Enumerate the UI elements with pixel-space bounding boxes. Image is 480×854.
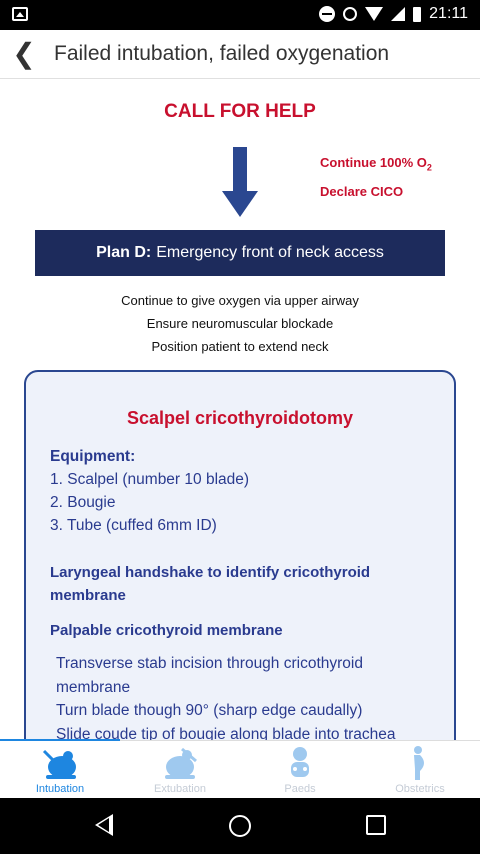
incision-steps: Transverse stab incision through cricoth…	[56, 652, 416, 740]
equipment-item: 1. Scalpel (number 10 blade)	[50, 471, 250, 488]
back-arrow-icon: ❮	[12, 38, 36, 69]
plan-d-banner: Plan D:Emergency front of neck access	[35, 230, 445, 276]
obstetrics-icon	[414, 746, 424, 780]
tab-label: Obstetrics	[395, 783, 445, 795]
nav-back-icon[interactable]	[95, 814, 113, 836]
call-for-help: CALL FOR HELP	[164, 101, 316, 122]
step-item: Continue to give oxygen via upper airway	[121, 293, 359, 308]
handshake-text: Laryngeal handshake to identify cricothy…	[50, 564, 371, 604]
palpable-text: Palpable cricothyroid membrane	[50, 622, 283, 639]
wifi-icon	[365, 7, 384, 21]
app-bar: ❮ Failed intubation, failed oxygenation	[0, 30, 480, 79]
bottom-tab-bar: Intubation Extubation Paeds Obstetrics	[0, 739, 480, 799]
plan-text: Emergency front of neck access	[156, 244, 384, 261]
nav-recents-icon[interactable]	[366, 815, 386, 835]
status-icons: 21:11	[319, 5, 468, 23]
plan-prefix: Plan D:	[96, 244, 152, 261]
status-time: 21:11	[429, 5, 468, 22]
tab-label: Paeds	[284, 783, 316, 795]
note-cico: Declare CICO	[320, 183, 404, 199]
incision-step: Transverse stab incision through cricoth…	[56, 655, 363, 696]
step-item: Ensure neuromuscular blockade	[146, 316, 334, 331]
page-title: Failed intubation, failed oxygenation	[54, 42, 390, 65]
steps-list: Continue to give oxygen via upper airway…	[0, 289, 480, 358]
incision-step: Slide coude tip of bougie along blade in…	[56, 725, 396, 741]
equipment-item: 2. Bougie	[50, 494, 116, 511]
tab-obstetrics[interactable]: Obstetrics	[360, 741, 480, 799]
extubation-icon	[165, 747, 197, 779]
note-oxygen: Continue 100% O2	[320, 155, 432, 173]
scroll-content[interactable]: CALL FOR HELP Continue 100% O2 Declare C…	[0, 79, 480, 740]
status-bar: 21:11	[0, 0, 480, 30]
tab-extubation[interactable]: Extubation	[120, 741, 240, 799]
equipment-item: 3. Tube (cuffed 6mm ID)	[50, 517, 217, 534]
paeds-icon	[291, 747, 309, 777]
signal-icon	[391, 7, 406, 21]
tab-intubation[interactable]: Intubation	[0, 739, 120, 799]
tab-paeds[interactable]: Paeds	[240, 741, 360, 799]
incision-step: Turn blade though 90° (sharp edge caudal…	[56, 702, 363, 719]
equipment-heading: Equipment:	[50, 448, 136, 465]
red-notes: Continue 100% O2 Declare CICO	[320, 151, 432, 204]
do-not-disturb-icon	[319, 6, 336, 22]
tab-label: Extubation	[154, 783, 206, 795]
equipment-list: Equipment: 1. Scalpel (number 10 blade) …	[50, 445, 249, 537]
active-tab-indicator	[0, 739, 120, 741]
alarm-icon	[343, 7, 358, 21]
panel-title: Scalpel cricothyroidotomy	[126, 408, 354, 428]
back-button[interactable]: ❮	[8, 38, 40, 70]
tab-label: Intubation	[35, 783, 85, 795]
nav-home-icon[interactable]	[229, 815, 251, 837]
system-nav-bar	[0, 798, 480, 854]
down-arrow-icon	[222, 147, 258, 219]
scalpel-panel: Scalpel cricothyroidotomy Equipment: 1. …	[24, 370, 456, 740]
intubation-icon	[42, 749, 76, 779]
battery-icon	[413, 6, 422, 22]
step-item: Position patient to extend neck	[151, 339, 329, 354]
image-icon	[12, 7, 28, 21]
